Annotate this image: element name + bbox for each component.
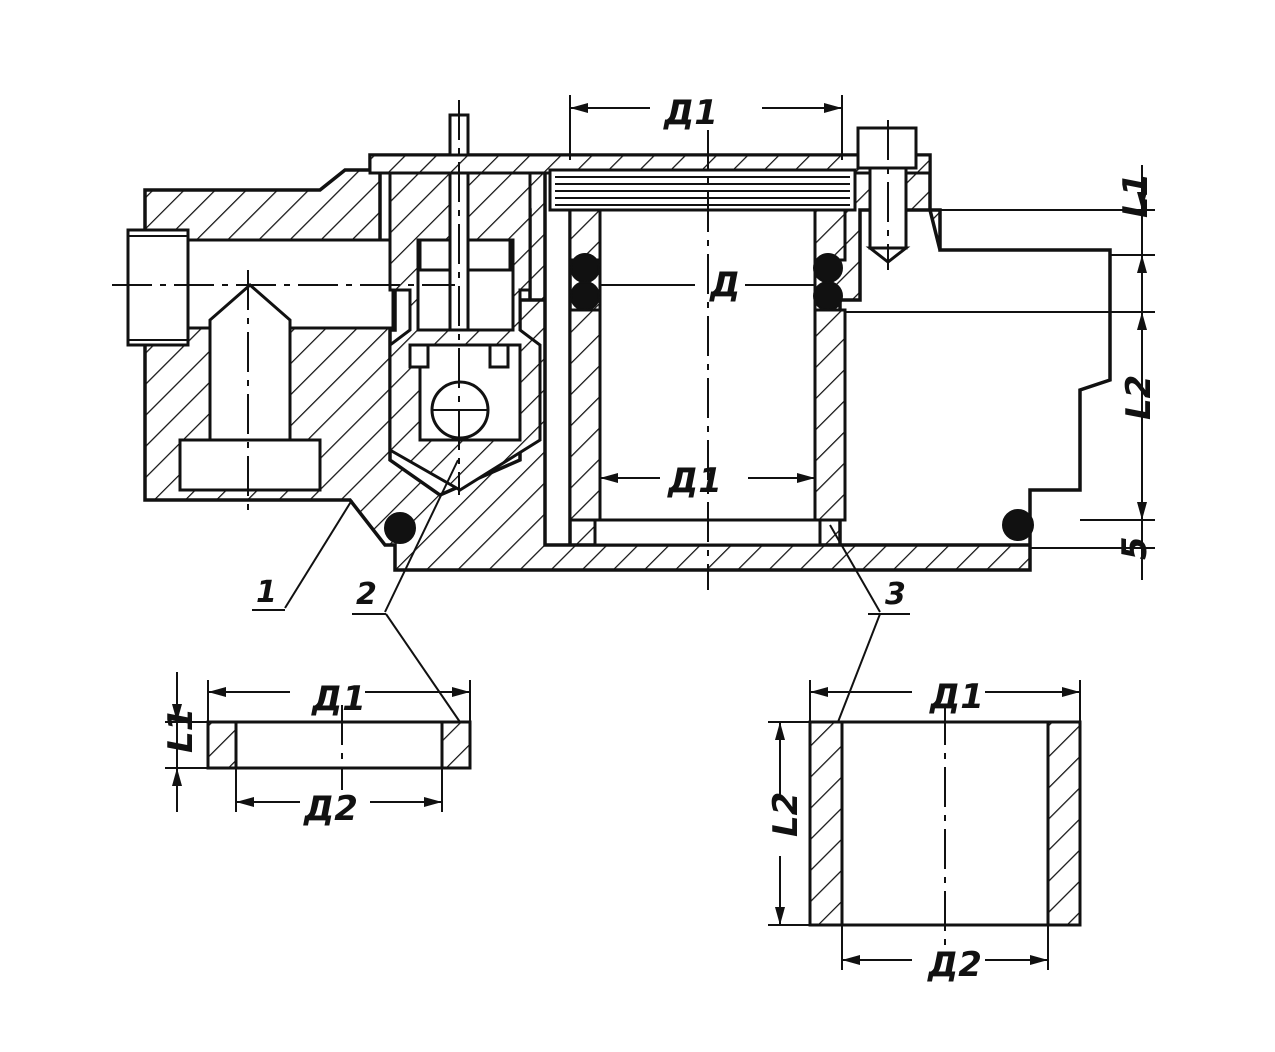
o-ring <box>570 253 600 283</box>
o-ring <box>813 253 843 283</box>
dim-l2-right: L2 <box>1119 375 1159 420</box>
dim-l1-right: L1 <box>1116 173 1156 218</box>
o-ring <box>1002 509 1034 541</box>
sleeve-dim-l2: L2 <box>766 792 806 837</box>
ring-detail: Д1 Д2 L1 <box>161 672 472 829</box>
part-label-1: 1 <box>256 575 277 610</box>
part-label-2: 2 <box>356 577 377 612</box>
lower-port <box>178 438 322 492</box>
dim-d-mid: Д <box>709 265 740 305</box>
main-dimensions: Д1 Д Д1 L1 L2 5 1 2 3 <box>252 93 1159 726</box>
sleeve-left-wall <box>568 308 602 522</box>
sleeve-dim-d2: Д2 <box>927 945 982 985</box>
o-ring <box>813 281 843 311</box>
sleeve-right-wall <box>813 308 847 522</box>
port-bore <box>126 228 190 347</box>
o-ring <box>384 512 416 544</box>
ring-dim-d2: Д2 <box>303 789 358 829</box>
dim-d1-mid: Д1 <box>667 461 722 501</box>
ring-right <box>813 208 847 262</box>
main-assembly <box>112 100 1112 590</box>
o-ring <box>570 281 600 311</box>
ring-dim-d1: Д1 <box>311 679 366 719</box>
dim-d1-top: Д1 <box>663 93 718 133</box>
part-label-3: 3 <box>885 577 906 612</box>
sleeve-dim-d1: Д1 <box>929 677 984 717</box>
ring-left <box>568 208 602 262</box>
drill-cone <box>208 283 292 442</box>
sleeve-detail: Д1 Д2 L2 <box>758 677 1082 985</box>
dim-b-right: 5 <box>1115 536 1155 560</box>
ring-dim-l1: L1 <box>161 708 201 753</box>
